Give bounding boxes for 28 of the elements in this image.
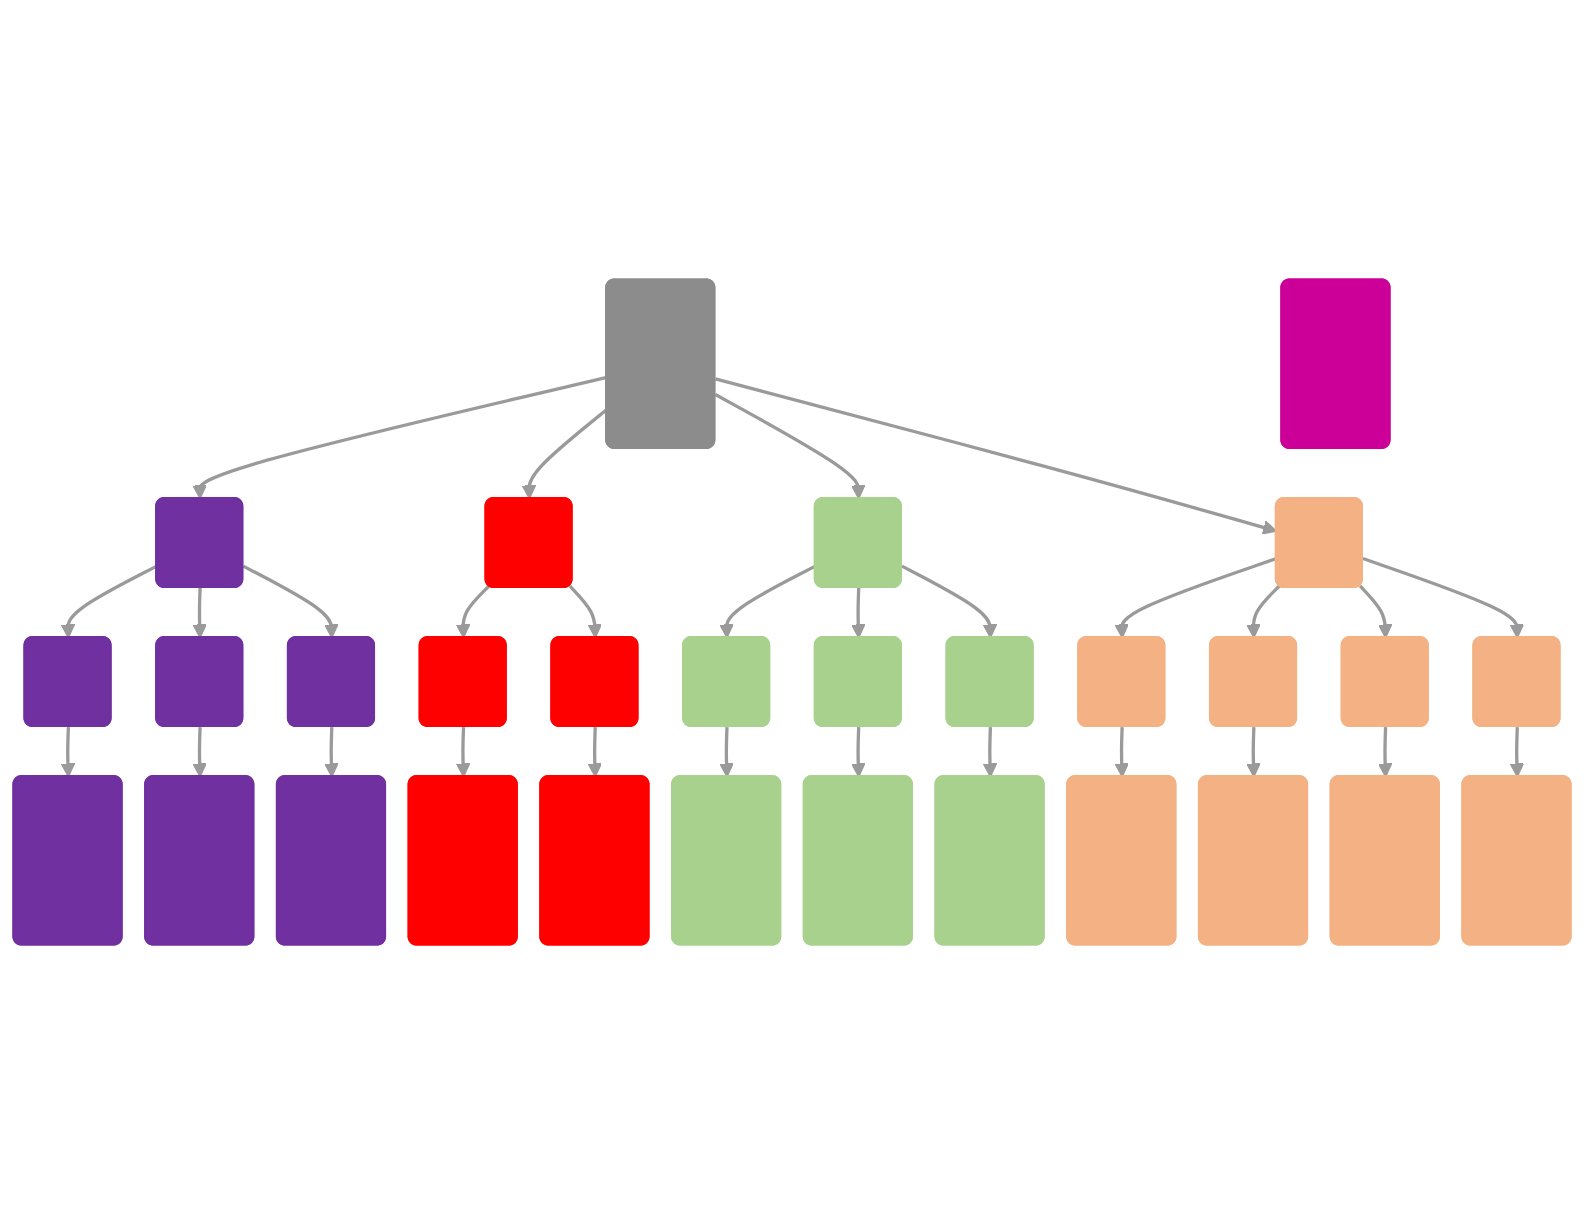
arrow xyxy=(1377,727,1393,778)
arrow xyxy=(1358,584,1393,639)
arrow xyxy=(1246,727,1261,778)
arrow xyxy=(568,584,603,639)
arrow xyxy=(192,727,207,778)
arrow xyxy=(851,587,866,639)
arrow xyxy=(455,727,471,778)
arrow xyxy=(1509,727,1525,778)
arrow xyxy=(719,727,734,778)
arrow xyxy=(714,377,1278,535)
arrow xyxy=(1362,556,1525,639)
arrow xyxy=(60,564,158,639)
arrow xyxy=(1114,727,1129,778)
arrow xyxy=(324,727,339,778)
arrow xyxy=(521,408,608,500)
arrow xyxy=(714,393,866,500)
arrow xyxy=(901,564,998,639)
arrow xyxy=(60,727,76,778)
arrow xyxy=(1246,584,1281,639)
arrow xyxy=(1114,556,1278,639)
arrow xyxy=(719,564,817,639)
arrow xyxy=(242,564,339,639)
arrow xyxy=(851,727,866,778)
arrow xyxy=(982,727,998,778)
arrow xyxy=(192,375,608,500)
arrow xyxy=(587,727,603,778)
arrow xyxy=(192,587,207,639)
arrow xyxy=(455,584,491,639)
